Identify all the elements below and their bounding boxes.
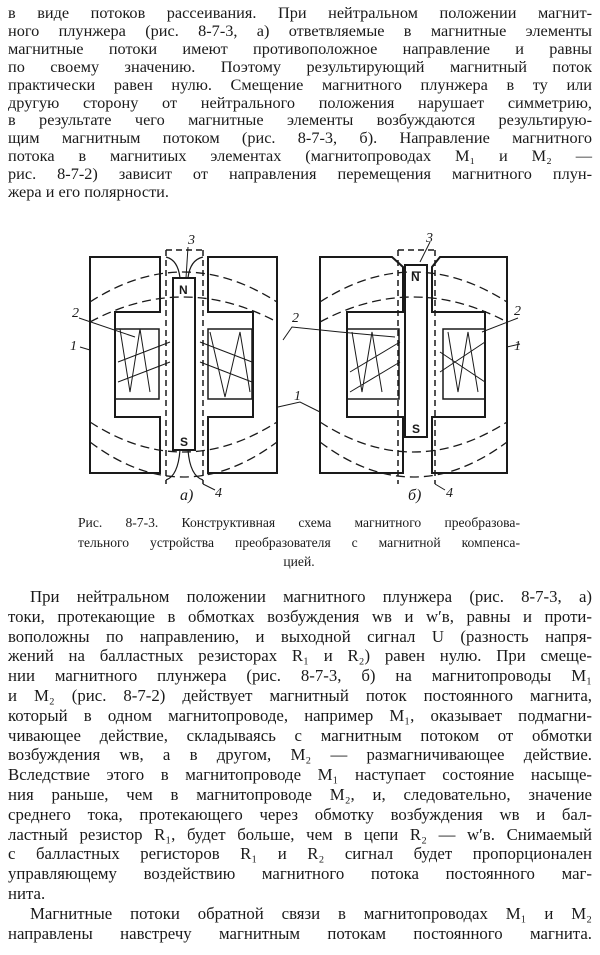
paragraph-intro: в виде потоков рассеивания. При нейтраль… — [8, 4, 592, 201]
text-line: который в одном магнитопроводе, например… — [8, 705, 592, 725]
text-line: рис. 8-7-2) зависит от направления перем… — [8, 164, 592, 184]
text-line: Вследствие этого в магнитопроводе M₁ нас… — [8, 765, 592, 785]
text-line: возбуждения wв, а в другом, M₂ — размагн… — [8, 745, 592, 765]
label-2-center: 2 — [292, 311, 299, 326]
text-line: жера и его полярности. — [8, 182, 169, 202]
text-line: ластный резистор R₁, будет больше, чем в… — [8, 824, 592, 844]
pole-north-a: N — [179, 283, 188, 297]
text-line: воположны по направлению, и выходной сиг… — [8, 626, 592, 646]
pole-south-a: S — [180, 435, 188, 449]
figure-a-diagram — [89, 249, 278, 484]
text-line: потока в магнитиых элементах (магнитопро… — [8, 146, 592, 166]
label-1-center: 1 — [294, 389, 301, 404]
coil-right — [442, 328, 486, 400]
pole-south-b: S — [412, 422, 420, 436]
text-line: При нейтральном положении магнитного плу… — [30, 587, 592, 606]
subfigure-label-b: б) — [408, 487, 421, 504]
text-line: среднего тока, протекающего через обмотк… — [8, 804, 592, 824]
text-line: ного плунжера (рис. 8-7-3, а) ответвляем… — [8, 20, 592, 40]
text-line: управляющему воздействию магнитного пото… — [8, 864, 592, 884]
magnetic-core-left — [89, 256, 161, 474]
text-line: с балластных регисторов R₁ и R₂ сигнал б… — [8, 844, 592, 864]
text-line: токи, протекающие в обмотках возбуждения… — [8, 606, 592, 626]
label-2-left: 2 — [72, 306, 79, 321]
text-line: нита. — [8, 883, 46, 903]
text-line: в результате чего магнитные элементы воз… — [8, 110, 592, 130]
text-line: Магнитные потоки обратной связи в магнит… — [30, 903, 592, 923]
label-2-right: 2 — [514, 304, 521, 319]
subfigure-label-a: а) — [180, 487, 193, 504]
label-3-a: 3 — [187, 233, 195, 248]
text-line: нии магнитного плунжера (рис. 8-7-3, б) … — [8, 666, 592, 686]
figure-caption: Рис. 8-7-3. Конструктивная схема магнитн… — [78, 513, 520, 572]
label-4-a: 4 — [215, 486, 222, 501]
magnetic-plunger — [172, 277, 196, 451]
text-line: щим магнитным потоком (рис. 8-7-3, б). Н… — [8, 128, 592, 148]
text-line: жений на балластных резисторах R₁ и R₂) … — [8, 646, 592, 666]
pole-north-b: N — [411, 270, 420, 284]
caption-line: цией. — [283, 554, 315, 569]
caption-line: тельного устройства преобразователя с ма… — [78, 534, 520, 550]
figure-b-diagram — [319, 249, 508, 484]
coil-left — [346, 328, 400, 400]
paragraph-body: При нейтральном положении магнитного плу… — [8, 587, 592, 943]
coil-right — [207, 328, 253, 400]
magnetic-core-right — [207, 256, 278, 474]
text-line: магнитные потоки имеют противоположное н… — [8, 38, 592, 58]
text-line: другую сторону от нейтрального положения… — [8, 92, 592, 112]
figure-8-7-3: 2 1 3 N S 2 1 4 а) 3 N S 2 1 4 б) — [70, 231, 521, 504]
text-line: ния раньше, чем в магнитопроводе M₂, и, … — [8, 784, 592, 804]
label-1-right: 1 — [514, 339, 521, 354]
label-4-b: 4 — [446, 486, 453, 501]
text-line: чивающее действие, складываясь с магнитн… — [8, 725, 592, 745]
text-line: направлены навстречу магнитным потокам п… — [8, 923, 592, 943]
text-line: в виде потоков рассеивания. При нейтраль… — [8, 3, 592, 22]
label-3-b: 3 — [425, 231, 433, 246]
text-line: и M₂ (рис. 8-7-2) действует магнитный по… — [8, 685, 592, 705]
magnetic-plunger — [404, 264, 428, 438]
label-1-left: 1 — [70, 339, 77, 354]
text-line: по своему значению. Поэтому результирующ… — [8, 56, 592, 76]
caption-line: Рис. 8-7-3. Конструктивная схема магнитн… — [78, 515, 520, 530]
coil-left — [114, 328, 160, 400]
text-line: практически равен нулю. Смещение магнитн… — [8, 74, 592, 94]
